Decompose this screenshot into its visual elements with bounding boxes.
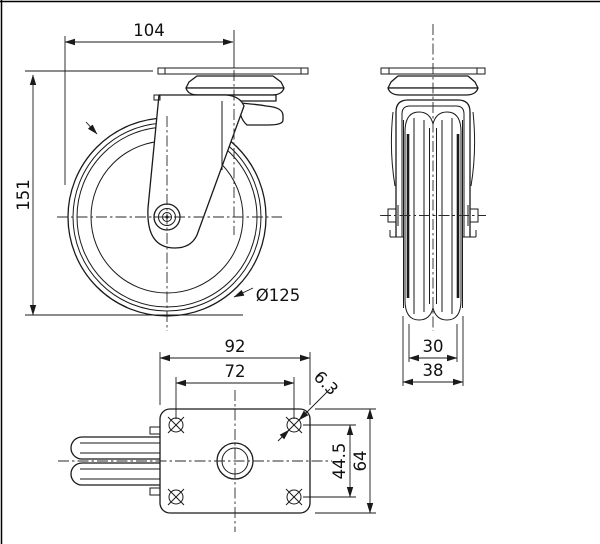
dimension-depth-64: 64 xyxy=(315,408,376,514)
dimension-holes-44-5: 44.5 xyxy=(303,424,356,498)
dimension-wheel-dia: Ø125 xyxy=(233,286,300,305)
dim-text-30: 30 xyxy=(423,337,444,356)
dim-text-38: 38 xyxy=(423,361,444,380)
mount-plate-side xyxy=(157,67,309,75)
dimension-offset-104: 104 xyxy=(64,21,235,185)
dimension-plate-92: 92 xyxy=(159,337,311,405)
dim-text-104: 104 xyxy=(133,21,165,40)
dimension-tread-30: 30 xyxy=(408,324,458,362)
wheel-top xyxy=(70,436,160,486)
plate-view: 92 72 6.3 44.5 64 xyxy=(58,337,376,532)
side-view: 104 151 Ø125 xyxy=(14,21,309,331)
fork-foot-tab xyxy=(149,487,161,496)
dimension-holes-72: 72 xyxy=(175,362,295,419)
dim-text-6-3: 6.3 xyxy=(310,367,342,399)
dim-text-44-5: 44.5 xyxy=(330,443,349,480)
fork-foot-tab xyxy=(149,426,161,435)
front-view: 30 38 xyxy=(380,24,486,386)
fork-tab xyxy=(153,94,161,101)
dim-text-151: 151 xyxy=(14,179,33,211)
fork-head xyxy=(239,102,284,126)
dim-text-64: 64 xyxy=(351,451,370,472)
dimension-width-38: 38 xyxy=(402,316,464,386)
tread-arrow xyxy=(85,121,98,135)
dim-text-wheel-dia: Ø125 xyxy=(256,286,300,305)
dimension-height-151: 151 xyxy=(14,70,153,316)
wheel-front xyxy=(403,111,463,321)
dim-text-72: 72 xyxy=(225,362,246,381)
dim-text-92: 92 xyxy=(225,337,246,356)
